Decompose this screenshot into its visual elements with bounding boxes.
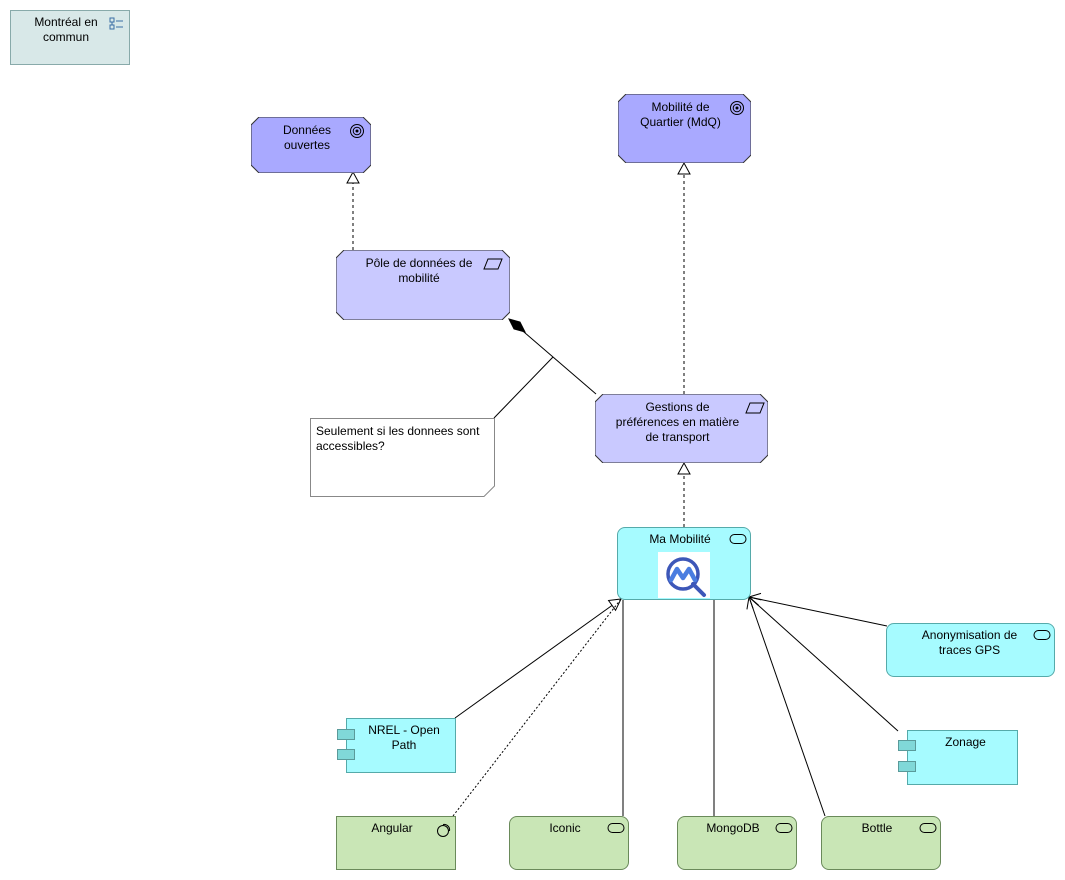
zonage-to-mamobilite [748,596,899,732]
tech-label: Angular [371,821,413,835]
goal-mobilite-de-quartier[interactable]: Mobilité de Quartier (MdQ) [618,94,751,163]
service-icon [775,823,793,833]
system-software-icon [437,823,451,837]
grouping-montreal-en-commun[interactable]: Montréal en commun [10,10,130,65]
goal-donnees-ouvertes[interactable]: Données ouvertes [251,117,371,173]
angular-to-mamobilite [452,598,622,817]
note-seulement-si[interactable]: Seulement si les donnees sont accessible… [310,418,495,497]
tech-label: Iconic [549,821,581,835]
goal-label: Données ouvertes [282,123,332,152]
note-text: Seulement si les donnees sont accessible… [316,424,480,453]
app-ma-mobilite[interactable]: Ma Mobilité [617,527,751,600]
tech-mongodb[interactable]: MongoDB [677,816,797,870]
nrel-to-mamobilite [454,598,622,719]
app-label: Ma Mobilité [649,532,711,546]
service-label: Anonymisation de traces GPS [921,628,1018,657]
service-icon [729,534,747,544]
service-icon [607,823,625,833]
goal-target-icon [730,101,744,115]
process-gestion-preferences[interactable]: Gestions de préférences en matière de tr… [595,394,768,463]
parallelogram-icon [483,258,503,270]
tech-bottle[interactable]: Bottle [821,816,941,870]
component-label: NREL - Open Path [368,723,440,752]
service-icon [1033,630,1051,640]
component-icon [898,761,916,772]
component-zonage[interactable]: Zonage [907,730,1018,785]
component-icon [337,749,355,760]
process-shape [595,394,768,463]
tech-label: MongoDB [706,821,760,835]
note-shape [310,418,495,497]
service-anonymisation[interactable]: Anonymisation de traces GPS [886,623,1055,677]
service-icon [919,823,937,833]
bottle-to-mamobilite [746,596,826,817]
process-pole-de-donnees[interactable]: Pôle de données de mobilité [336,250,510,320]
grouping-label: Montréal en commun [34,15,98,44]
goal-label: Mobilité de Quartier (MdQ) [640,100,721,129]
tech-label: Bottle [861,821,893,835]
grouping-icon [109,17,123,30]
composition-pole-gestion [509,319,597,395]
composition-diamond [508,318,526,333]
anon-to-mamobilite [747,592,888,627]
goal-shape [618,94,751,163]
process-shape [336,250,510,320]
tech-iconic[interactable]: Iconic [509,816,629,870]
tech-angular[interactable]: Angular [336,816,456,870]
component-nrel-open-path[interactable]: NREL - Open Path [346,718,456,773]
goal-target-icon [350,124,364,138]
process-label: Pôle de données de mobilité [365,256,473,285]
component-icon [337,729,355,740]
component-label: Zonage [945,735,986,749]
note-connector [493,356,554,419]
goal-shape [251,117,371,173]
ma-mobilite-logo [658,552,710,598]
parallelogram-icon [745,402,765,414]
component-icon [898,740,916,751]
process-label: Gestions de préférences en matière de tr… [615,400,740,444]
